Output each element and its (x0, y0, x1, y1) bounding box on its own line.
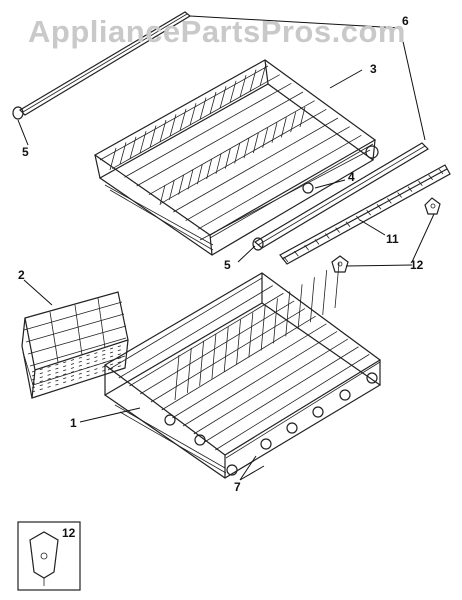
callout-1: 1 (70, 416, 77, 430)
lower-rail (253, 142, 429, 249)
rail-end-cap-upper (12, 106, 24, 120)
lower-rack-tines (107, 262, 381, 459)
rail-end-cap-lower (252, 237, 264, 251)
clip-upper (424, 197, 441, 215)
callout-5-upper: 5 (22, 145, 29, 159)
silverware-basket (21, 291, 129, 399)
callout-12-detail: 12 (62, 526, 76, 540)
clip-detail-box (17, 521, 81, 591)
rail-extension-rungs (283, 168, 444, 263)
lower-rack-wheels (164, 372, 378, 476)
callout-6: 6 (402, 14, 409, 28)
upper-rack-wheels (302, 145, 379, 194)
callout-7: 7 (234, 480, 241, 494)
leader-lines (17, 15, 435, 481)
callout-2: 2 (18, 268, 25, 282)
callout-11: 11 (386, 232, 399, 246)
lower-rack (103, 272, 382, 479)
watermark: AppliancePartsPros.com (28, 14, 406, 49)
upper-rack (93, 59, 377, 256)
callout-12-upper: 12 (410, 258, 424, 272)
callout-5-lower: 5 (224, 258, 231, 272)
clip-lower (331, 255, 349, 273)
callout-3: 3 (370, 62, 377, 76)
callout-4: 4 (348, 170, 355, 184)
rail-extension (279, 164, 451, 265)
upper-rack-tines (99, 63, 374, 239)
